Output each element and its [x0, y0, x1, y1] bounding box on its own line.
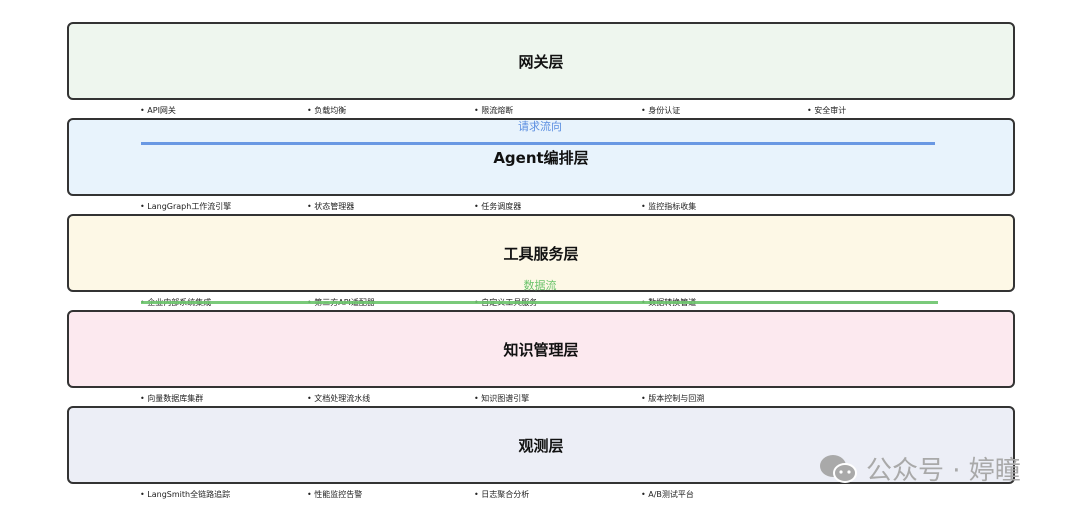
layer-box: 观测层	[67, 406, 1015, 484]
layer-item: • 日志聚合分析	[474, 490, 530, 499]
layer-item: • 负载均衡	[307, 106, 347, 115]
wechat-icon	[820, 454, 857, 483]
layer-item-label: 身份认证	[648, 106, 681, 115]
layer-item: • API网关	[140, 106, 176, 115]
layer-title: 工具服务层	[503, 244, 579, 263]
layer-item: • 限流熔断	[474, 106, 514, 115]
layer-item: • 身份认证	[641, 106, 681, 115]
layer-item: • 文档处理流水线	[307, 394, 371, 403]
layer-item-label: 任务调度器	[481, 202, 522, 211]
layer-item: • 监控指标收集	[641, 202, 697, 211]
layer-item-label: 版本控制与回溯	[648, 394, 705, 403]
layer-item: • 向量数据库集群	[140, 394, 204, 403]
flow-label: 数据流	[523, 279, 557, 292]
layer-item-label: LangSmith全链路追踪	[147, 490, 231, 499]
layer-item: • 安全审计	[807, 106, 847, 115]
layer-item: • 版本控制与回溯	[641, 394, 705, 403]
layer-item-label: 负载均衡	[314, 106, 347, 115]
layer-item-label: 知识图谱引擎	[481, 394, 530, 403]
layer-item: • 任务调度器	[474, 202, 522, 211]
layer-item-label: A/B测试平台	[648, 490, 694, 499]
layer-box: 工具服务层	[67, 214, 1015, 292]
watermark-text: 公众号 · 婷瞳	[866, 456, 1021, 486]
layer-box: 网关层	[67, 22, 1015, 100]
layer-item: • 状态管理器	[307, 202, 355, 211]
layer-item-label: 状态管理器	[314, 202, 355, 211]
layer-item-label: API网关	[147, 106, 176, 115]
layer-title: 网关层	[518, 52, 564, 71]
watermark: 公众号 · 婷瞳	[818, 450, 1021, 487]
layer-title: Agent编排层	[493, 148, 589, 167]
layer-title: 观测层	[518, 436, 564, 455]
layer-item-label: 监控指标收集	[648, 202, 697, 211]
layer-item: • LangGraph工作流引擎	[140, 202, 232, 211]
layer-item: • 知识图谱引擎	[474, 394, 530, 403]
layer-item-label: 日志聚合分析	[481, 490, 530, 499]
flow-label: 请求流向	[518, 120, 562, 133]
layer-item-label: 限流熔断	[481, 106, 514, 115]
layer-item: • 性能监控告警	[307, 490, 363, 499]
layer-item: • LangSmith全链路追踪	[140, 490, 231, 499]
layer-item-label: LangGraph工作流引擎	[147, 202, 232, 211]
layer-item-label: 安全审计	[814, 106, 847, 115]
layer-box: 知识管理层	[67, 310, 1015, 388]
flow-arrow-line	[141, 301, 938, 304]
layer-item-label: 文档处理流水线	[314, 394, 371, 403]
flow-arrow-line	[141, 142, 935, 145]
layer-item-label: 性能监控告警	[314, 490, 363, 499]
layer-box: Agent编排层	[67, 118, 1015, 196]
layer-title: 知识管理层	[503, 340, 579, 359]
layer-item: • A/B测试平台	[641, 490, 694, 499]
layer-item-label: 向量数据库集群	[147, 394, 204, 403]
